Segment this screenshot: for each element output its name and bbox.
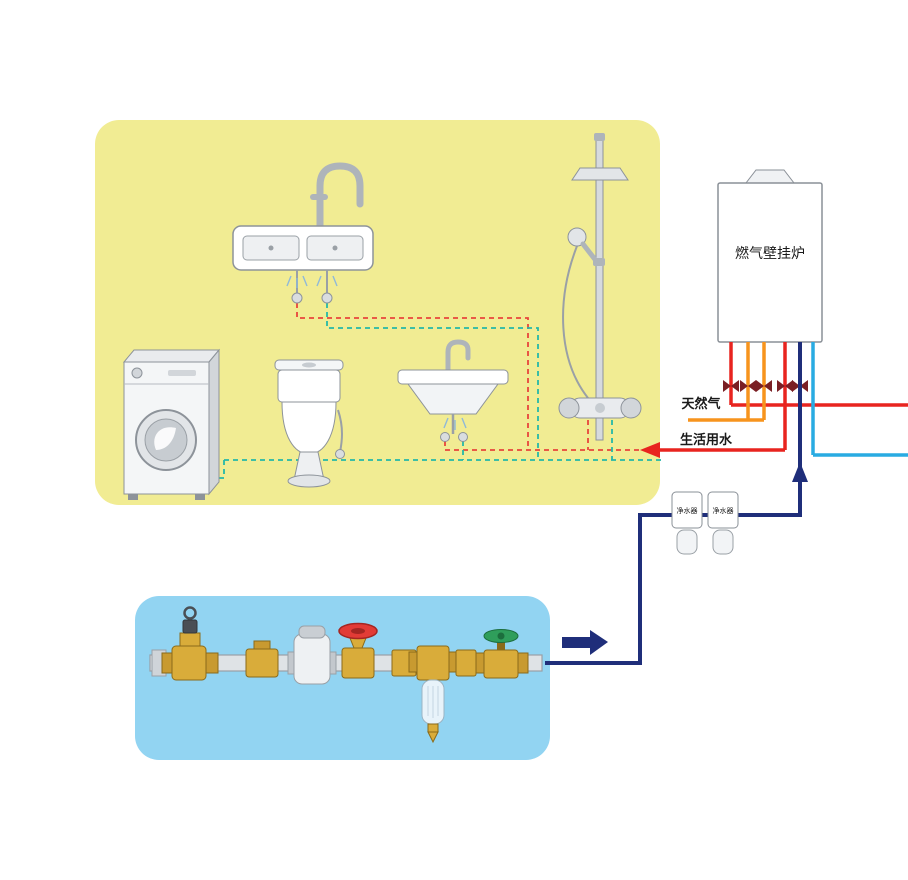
washer-top	[122, 349, 221, 363]
ball-valve	[475, 629, 529, 679]
mixer-diverter	[595, 403, 605, 413]
adjuster-cap	[182, 619, 198, 634]
washer-dial	[131, 367, 143, 379]
water-purifier-left: 净水器	[671, 491, 703, 555]
mixer-knob-left	[558, 397, 580, 419]
boiler-shutoff-valves	[723, 380, 808, 392]
shower-hose	[562, 245, 589, 399]
purifier-cartridge	[712, 529, 734, 555]
cold-return-line	[811, 342, 908, 457]
gas-line	[688, 342, 766, 422]
purifier-housing	[671, 491, 703, 529]
kitchen-faucet	[316, 162, 364, 230]
filter-nut	[408, 651, 418, 673]
natural-gas-label: 天然气	[681, 396, 720, 411]
drain-left	[268, 245, 274, 251]
boiler: 燃气壁挂炉	[717, 169, 823, 343]
basin-faucet	[445, 339, 471, 373]
valve-cap	[253, 640, 271, 650]
meter-cap	[298, 625, 326, 639]
angle-valve	[440, 432, 450, 442]
cold-water-dashed-line	[210, 303, 662, 479]
boiler-vent	[744, 169, 796, 184]
filter-head	[416, 645, 450, 681]
drain-tip	[427, 731, 439, 744]
purifier-cartridge	[676, 529, 698, 555]
rain-shower-head	[571, 167, 629, 181]
purifier-housing	[707, 491, 739, 529]
valve-body	[171, 645, 207, 681]
spray-marks	[286, 275, 338, 288]
water-purifier-right: 净水器	[707, 491, 739, 555]
valve-stem	[497, 640, 505, 650]
spray-marks	[443, 417, 467, 430]
riser-cap	[594, 133, 605, 141]
sediment-filter	[408, 645, 458, 744]
shutoff-valve-icon	[777, 380, 793, 392]
arrow-head	[590, 630, 608, 655]
valve-body	[483, 649, 519, 679]
purifier-label: 净水器	[677, 506, 698, 515]
check-valve	[245, 640, 279, 678]
kitchen-sink	[232, 162, 374, 304]
pressure-reducing-valve	[161, 606, 219, 681]
bathroom-sink	[397, 339, 509, 442]
domestic-water-label: 生活用水	[680, 432, 733, 447]
washer-side	[208, 348, 220, 496]
water-meter	[287, 625, 337, 685]
boiler-body	[717, 182, 823, 343]
angle-valve	[321, 292, 333, 304]
drain-right	[332, 245, 338, 251]
inlet-assembly-panel	[135, 596, 550, 760]
valve-body	[341, 647, 375, 679]
washer-foot	[128, 494, 138, 500]
feed-up-arrow	[792, 462, 808, 482]
washer-swirl	[154, 427, 176, 450]
gate-valve	[338, 622, 378, 679]
valve-nut	[475, 652, 485, 674]
hand-shower-head	[567, 227, 587, 247]
boiler-label: 燃气壁挂炉	[735, 245, 805, 261]
hot-water-dashed-line	[296, 303, 658, 451]
feed-right-arrow	[562, 630, 608, 655]
fixtures-panel	[95, 120, 660, 505]
shutoff-valve-icon	[723, 380, 739, 392]
toilet-base	[287, 474, 331, 488]
valve-bonnet	[179, 632, 201, 647]
flush-button	[302, 362, 316, 368]
angle-valve	[458, 432, 468, 442]
handwheel-hub	[351, 628, 365, 634]
shower-holder	[593, 258, 605, 266]
washer-foot	[195, 494, 205, 500]
handle-hub	[497, 632, 505, 640]
mixer-knob-right	[620, 397, 642, 419]
faucet-handle	[310, 194, 328, 200]
meter-body	[293, 633, 331, 685]
washer-buttons	[168, 370, 196, 376]
shutoff-valve-icon	[756, 380, 772, 392]
arrow-stem	[562, 637, 590, 648]
adjuster-ring	[183, 606, 197, 620]
shutoff-valve-icon	[740, 380, 756, 392]
toilet-tank	[277, 369, 341, 403]
toilet	[274, 359, 345, 488]
shower-riser-bar	[595, 139, 604, 441]
purifier-label: 净水器	[713, 506, 734, 515]
washing-machine	[122, 348, 221, 500]
angle-valve	[291, 292, 303, 304]
inlet-assembly	[149, 606, 543, 744]
heating-supply-line	[660, 342, 908, 452]
basin-bowl	[407, 383, 499, 415]
valve-body	[245, 648, 279, 678]
domestic-water-arrow	[640, 442, 660, 458]
drain-fitting	[427, 723, 439, 733]
valve-nut	[517, 652, 529, 674]
main-feed-line	[545, 342, 802, 665]
basin-rim	[397, 369, 509, 385]
boiler-piping: 生活用水 天然气	[640, 342, 908, 458]
union-fitting	[455, 649, 477, 677]
shower-set	[558, 133, 642, 441]
angle-valve	[335, 449, 345, 459]
